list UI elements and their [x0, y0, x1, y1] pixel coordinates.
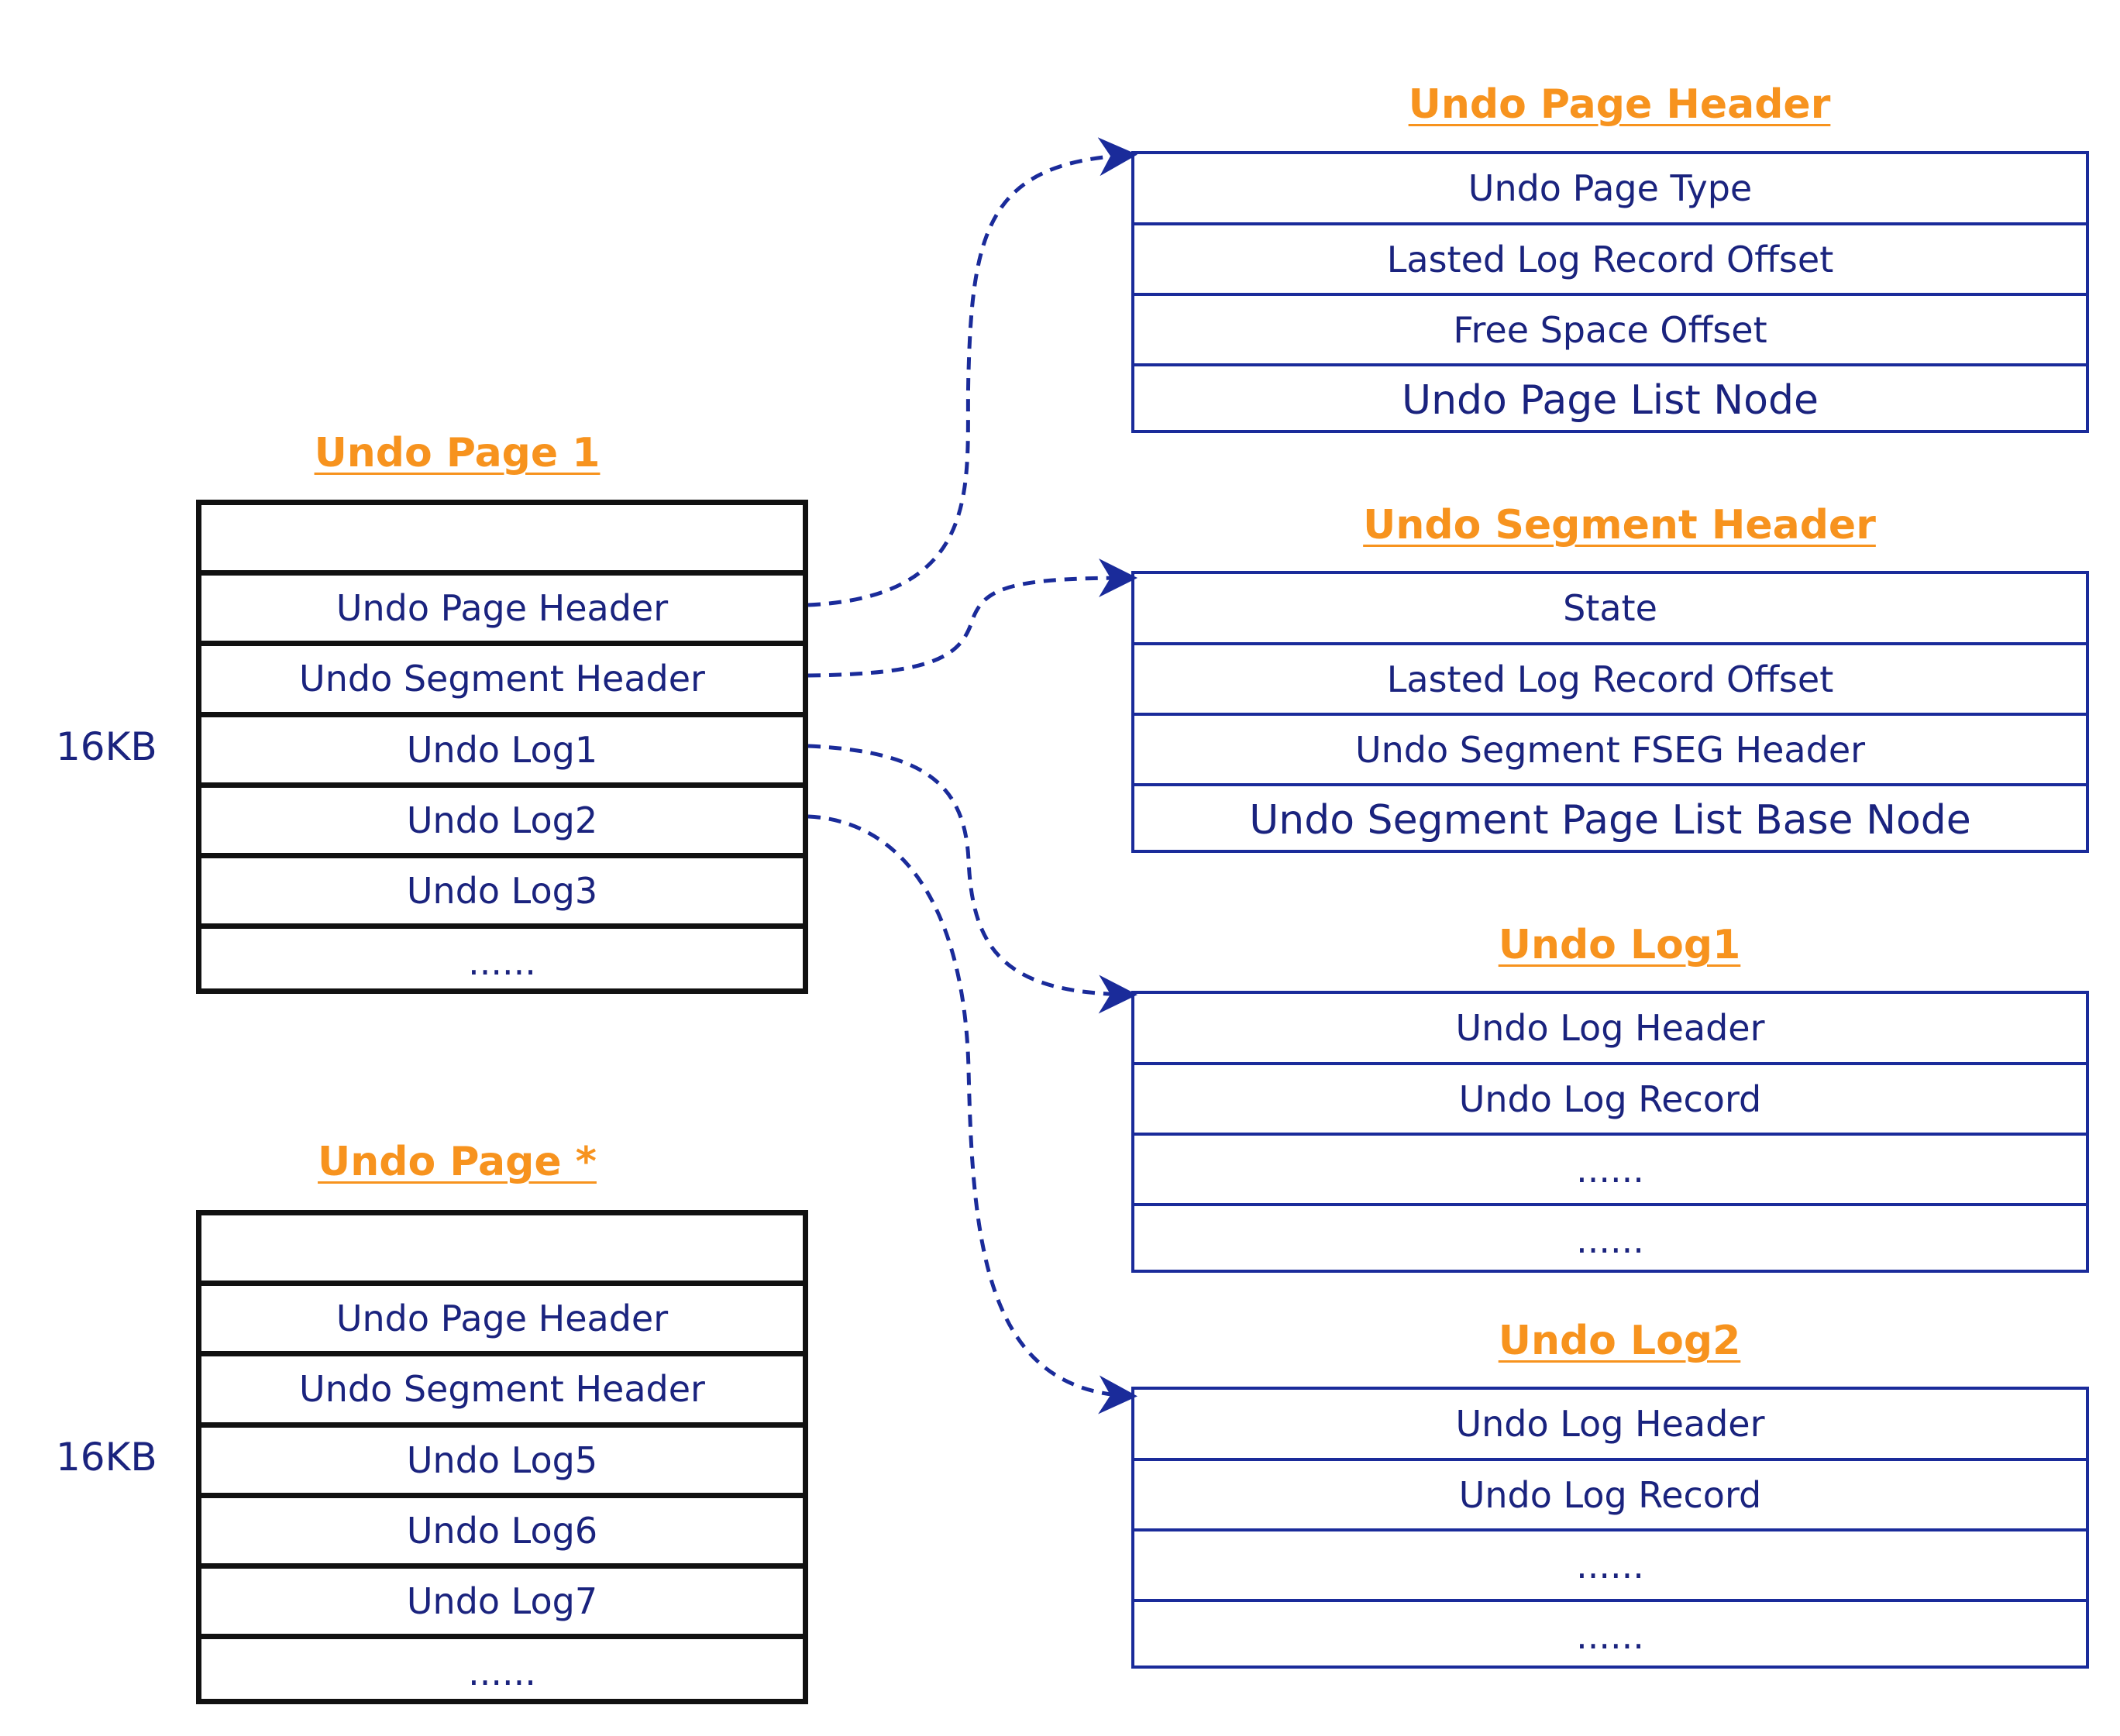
- connector-page-header: [807, 137, 1137, 607]
- undo-page-header-title: Undo Page Header: [1408, 81, 1831, 128]
- undo-page-header-box: Undo Page Type Lasted Log Record Offset …: [1131, 151, 2089, 433]
- undo-segment-header-title: Undo Segment Header: [1363, 502, 1876, 548]
- undo-log1-row-header: Undo Log Header: [1455, 1007, 1765, 1049]
- undo-page-1-box: Undo Page Header Undo Segment Header Und…: [196, 500, 808, 994]
- undo-log2-row-record: Undo Log Record: [1134, 1458, 2086, 1528]
- undo-page-n-title: Undo Page *: [318, 1139, 597, 1185]
- connector-log1: [807, 744, 1137, 1014]
- undo-log2-row-header: Undo Log Header: [1455, 1403, 1765, 1445]
- undo-page-1-row-log1: Undo Log1: [201, 711, 803, 782]
- undo-segment-header-box: State Lasted Log Record Offset Undo Segm…: [1131, 571, 2089, 853]
- undo-segment-header-row-fseg: Undo Segment FSEG Header: [1134, 713, 2086, 783]
- undo-segment-header-row-last-offset: Lasted Log Record Offset: [1134, 642, 2086, 713]
- undo-page-1-row-segment-header: Undo Segment Header: [201, 641, 803, 711]
- undo-page-header-row-last-offset: Lasted Log Record Offset: [1134, 222, 2086, 293]
- undo-page-header-row-free-space: Free Space Offset: [1134, 293, 2086, 363]
- undo-page-n-row-log5: Undo Log5: [201, 1421, 803, 1493]
- undo-page-1-row-log2: Undo Log2: [201, 782, 803, 853]
- undo-page-1-row-page-header: Undo Page Header: [201, 570, 803, 641]
- undo-page-n-row-ellipsis: ......: [201, 1634, 803, 1704]
- connector-log2: [807, 814, 1137, 1415]
- undo-page-n-box: Undo Page Header Undo Segment Header Und…: [196, 1210, 808, 1704]
- undo-page-n-size-label: 16KB: [56, 1435, 157, 1480]
- undo-page-1-size-label: 16KB: [56, 724, 157, 769]
- undo-log2-title: Undo Log2: [1498, 1318, 1741, 1364]
- undo-page-1-title: Undo Page 1: [314, 430, 601, 476]
- undo-page-n-row-page-header: Undo Page Header: [201, 1281, 803, 1351]
- undo-page-header-row-type: Undo Page Type: [1468, 167, 1753, 209]
- undo-log2-row-ellipsis-1: ......: [1134, 1528, 2086, 1599]
- undo-page-header-row-list-node: Undo Page List Node: [1134, 363, 2086, 434]
- undo-log2-row-ellipsis-2: ......: [1134, 1599, 2086, 1669]
- undo-page-n-row-log6: Undo Log6: [201, 1492, 803, 1563]
- undo-log1-row-ellipsis-1: ......: [1134, 1133, 2086, 1203]
- undo-segment-header-row-base-node: Undo Segment Page List Base Node: [1134, 783, 2086, 854]
- undo-log2-box: Undo Log Header Undo Log Record ...... .…: [1131, 1387, 2089, 1669]
- undo-page-1-row-log3: Undo Log3: [201, 853, 803, 923]
- undo-log1-title: Undo Log1: [1498, 922, 1741, 968]
- undo-log1-row-record: Undo Log Record: [1134, 1062, 2086, 1133]
- undo-page-n-row-log7: Undo Log7: [201, 1563, 803, 1634]
- undo-page-n-row-segment-header: Undo Segment Header: [201, 1351, 803, 1421]
- undo-log1-row-ellipsis-2: ......: [1134, 1203, 2086, 1274]
- connector-segment-header: [807, 559, 1137, 678]
- undo-log1-box: Undo Log Header Undo Log Record ...... .…: [1131, 991, 2089, 1273]
- undo-segment-header-row-state: State: [1563, 587, 1657, 629]
- undo-page-1-row-ellipsis: ......: [201, 923, 803, 994]
